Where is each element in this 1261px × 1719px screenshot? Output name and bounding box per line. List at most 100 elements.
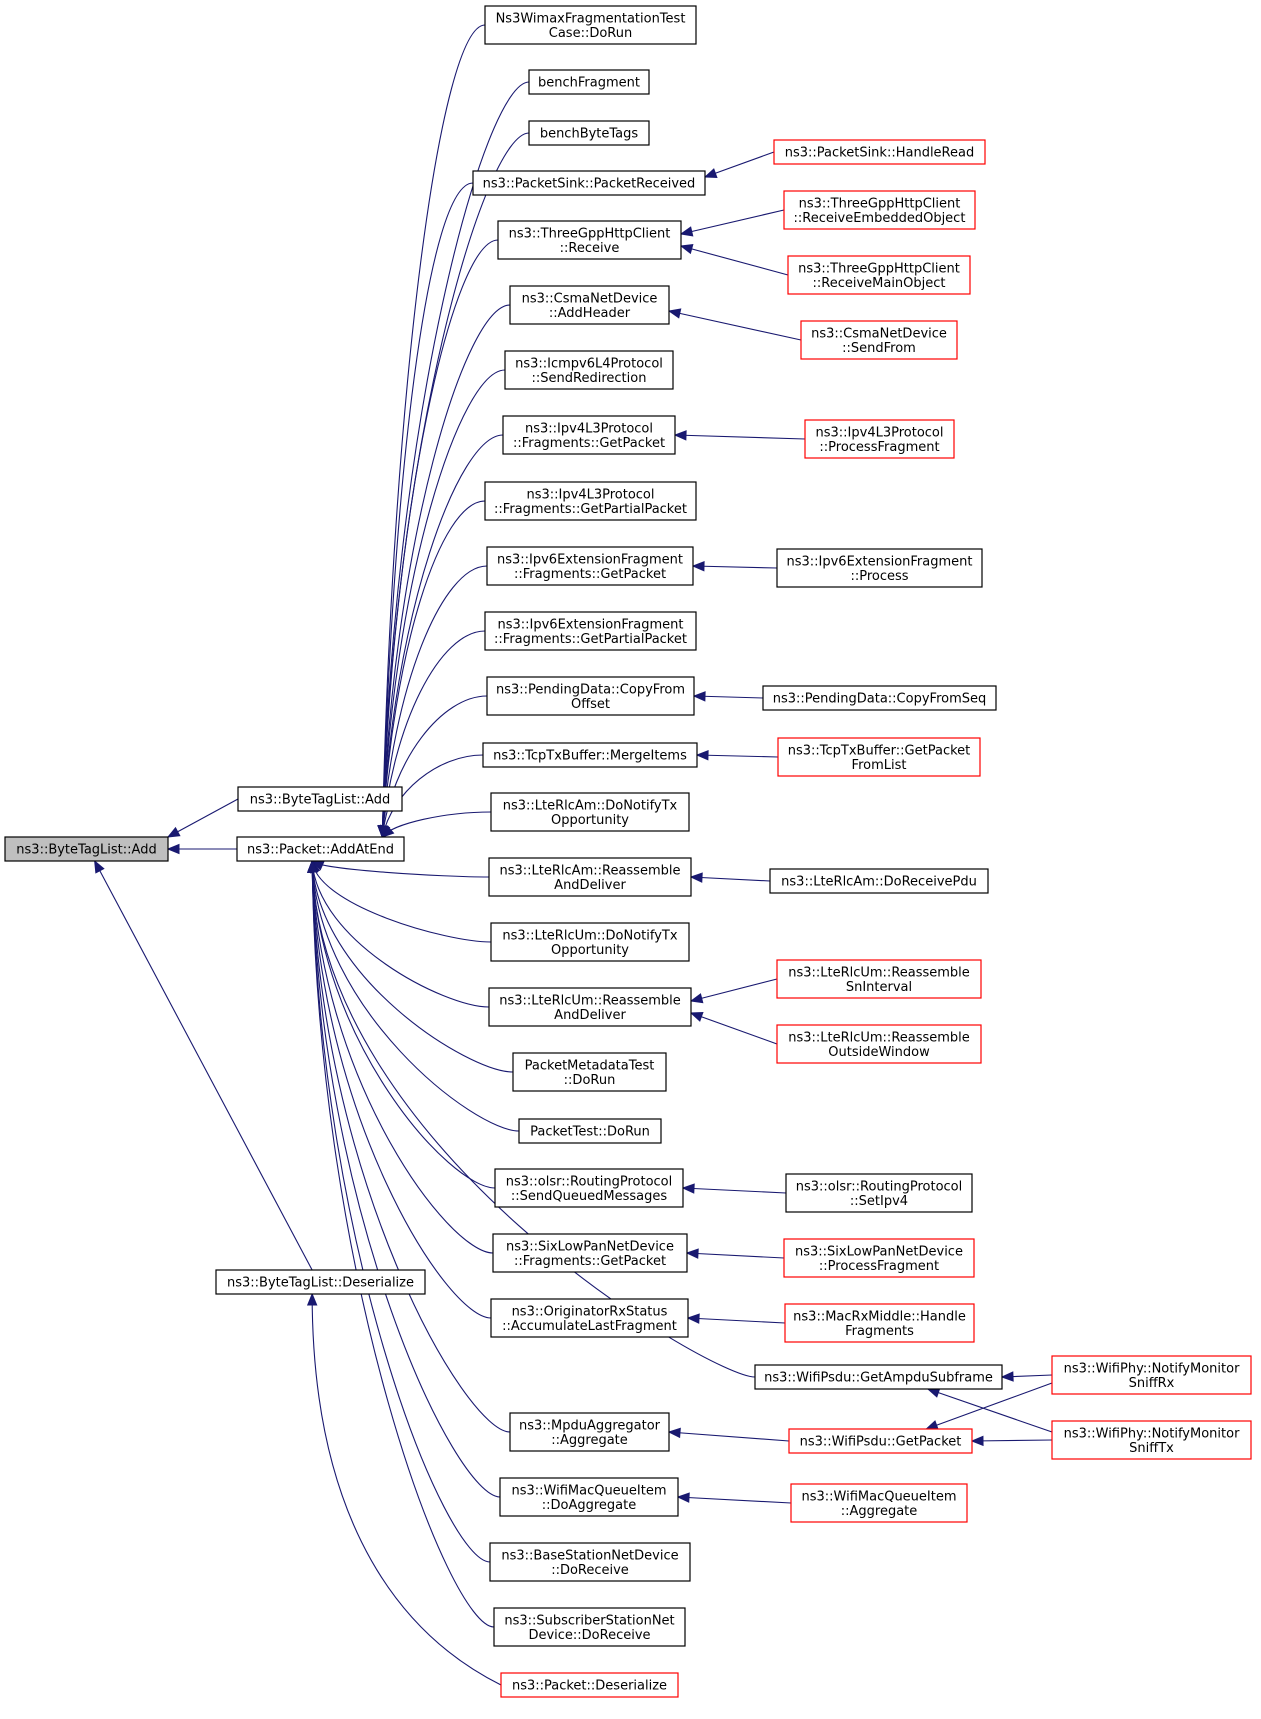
edge-packet-addatend-to-ipv4l3-getpartialpacket bbox=[381, 500, 486, 838]
node-wifimacqueueitem-doaggregate[interactable]: ns3::WifiMacQueueItem::DoAggregate bbox=[499, 1477, 679, 1517]
node-ipv4l3-getpartialpacket[interactable]: ns3::Ipv4L3Protocol::Fragments::GetParti… bbox=[484, 481, 697, 521]
node-box bbox=[486, 676, 695, 716]
node-icmpv6-sendredirection[interactable]: ns3::Icmpv6L4Protocol::SendRedirection bbox=[504, 350, 674, 390]
node-box bbox=[236, 836, 405, 862]
edge-packetsink-packetreceived-to-packetsink-handleread bbox=[704, 151, 775, 178]
node-basestation-doreceive[interactable]: ns3::BaseStationNetDevice::DoReceive bbox=[489, 1542, 691, 1582]
node-mpduaggregator-aggregate[interactable]: ns3::MpduAggregator::Aggregate bbox=[509, 1412, 670, 1452]
node-csma-addheader[interactable]: ns3::CsmaNetDevice::AddHeader bbox=[509, 285, 670, 325]
node-packet-addatend[interactable]: ns3::Packet::AddAtEnd bbox=[236, 836, 405, 862]
node-label: ::Fragments::GetPacket bbox=[514, 567, 666, 582]
arrowhead-ipv4l3-getpacket-to-ipv4l3-processfragment bbox=[673, 430, 687, 441]
node-box bbox=[518, 1118, 662, 1144]
arrowhead-packet-addatend-to-lterlcam-donotifytx bbox=[381, 825, 395, 838]
node-threegpp-receiveembedded[interactable]: ns3::ThreeGppHttpClient::ReceiveEmbedded… bbox=[783, 190, 976, 230]
node-label: ::SendFrom bbox=[842, 341, 916, 356]
edge-threegpp-receive-to-threegpp-receiveembedded bbox=[680, 209, 785, 235]
node-ipv6ext-getpacket[interactable]: ns3::Ipv6ExtensionFragment::Fragments::G… bbox=[486, 546, 694, 586]
node-box bbox=[490, 792, 690, 832]
node-bytetaglist-add[interactable]: ns3::ByteTagList::Add bbox=[237, 786, 403, 812]
arrowhead-bytetaglist-add-root-to-bytetaglist-add bbox=[166, 826, 181, 838]
node-box bbox=[493, 1607, 686, 1647]
node-label: ::AccumulateLastFragment bbox=[502, 1319, 677, 1334]
node-sixlowpan-getpacket[interactable]: ns3::SixLowPanNetDevice::Fragments::GetP… bbox=[492, 1233, 688, 1273]
node-ipv4l3-getpacket[interactable]: ns3::Ipv4L3Protocol::Fragments::GetPacke… bbox=[502, 415, 676, 455]
edge-pendingdata-copyfromoffset-to-pendingdata-copyfromseq bbox=[693, 695, 764, 699]
node-packetsink-packetreceived[interactable]: ns3::PacketSink::PacketReceived bbox=[472, 170, 706, 196]
node-box bbox=[484, 5, 697, 45]
node-box bbox=[497, 220, 682, 260]
node-lterlcam-doreceivepdu[interactable]: ns3::LteRlcAm::DoReceivePdu bbox=[769, 868, 989, 894]
node-wifimacqueueitem-aggregate[interactable]: ns3::WifiMacQueueItem::Aggregate bbox=[790, 1483, 968, 1523]
node-packet-deserialize[interactable]: ns3::Packet::Deserialize bbox=[500, 1672, 679, 1698]
node-olsr-sendqueued[interactable]: ns3::olsr::RoutingProtocol::SendQueuedMe… bbox=[494, 1168, 684, 1208]
node-bench-fragment[interactable]: benchFragment bbox=[528, 69, 650, 95]
arrowhead-originatorrx-accumulate-to-macrxmiddle-handlefragments bbox=[686, 1313, 700, 1324]
arrowhead-wifipsdu-getpacket-to-wifiphy-notifysniffrx bbox=[925, 1420, 939, 1430]
node-bytetaglist-add-root: ns3::ByteTagList::Add bbox=[4, 836, 169, 862]
edge-packet-addatend-to-tcptxbuffer-mergeitems bbox=[381, 754, 484, 838]
node-box bbox=[754, 1364, 1003, 1390]
node-box bbox=[762, 685, 997, 711]
node-packetsink-handleread[interactable]: ns3::PacketSink::HandleRead bbox=[773, 139, 986, 165]
node-label: ns3::CsmaNetDevice bbox=[522, 291, 658, 306]
node-label: ns3::ThreeGppHttpClient bbox=[798, 261, 960, 276]
node-box bbox=[787, 255, 971, 295]
node-ipv4l3-processfragment[interactable]: ns3::Ipv4L3Protocol::ProcessFragment bbox=[804, 419, 955, 459]
edge-packet-addatend-to-bench-fragment bbox=[381, 81, 530, 838]
node-label: ns3::TcpTxBuffer::MergeItems bbox=[493, 749, 687, 764]
node-threegpp-receive[interactable]: ns3::ThreeGppHttpClient::Receive bbox=[497, 220, 682, 260]
edge-packet-addatend-to-wifipsdu-getampdusubframe bbox=[311, 860, 756, 1378]
arrowhead-packet-addatend-to-subscriberstation-doreceive bbox=[307, 859, 318, 873]
node-sixlowpan-processfragment[interactable]: ns3::SixLowPanNetDevice::ProcessFragment bbox=[783, 1238, 975, 1278]
arrowhead-threegpp-receive-to-threegpp-receivemain bbox=[679, 243, 694, 255]
node-box bbox=[237, 786, 403, 812]
node-pendingdata-copyfromseq[interactable]: ns3::PendingData::CopyFromSeq bbox=[762, 685, 997, 711]
node-threegpp-receivemain[interactable]: ns3::ThreeGppHttpClient::ReceiveMainObje… bbox=[787, 255, 971, 295]
node-box bbox=[528, 69, 650, 95]
node-label: SniffTx bbox=[1129, 1441, 1174, 1456]
node-packettest-dorun[interactable]: PacketTest::DoRun bbox=[518, 1118, 662, 1144]
node-bench-bytetags[interactable]: benchByteTags bbox=[528, 120, 650, 146]
node-box bbox=[528, 120, 650, 146]
node-olsr-setipv4[interactable]: ns3::olsr::RoutingProtocol::SetIpv4 bbox=[785, 1173, 973, 1213]
edge-packet-addatend-to-threegpp-receive bbox=[381, 239, 499, 838]
node-label: ns3::ByteTagList::Deserialize bbox=[227, 1276, 414, 1291]
arrowhead-pendingdata-copyfromoffset-to-pendingdata-copyfromseq bbox=[692, 691, 706, 702]
node-subscriberstation-doreceive[interactable]: ns3::SubscriberStationNetDevice::DoRecei… bbox=[493, 1607, 686, 1647]
node-label: ns3::SixLowPanNetDevice bbox=[795, 1244, 963, 1259]
node-label: ::Fragments::GetPartialPacket bbox=[494, 632, 687, 647]
node-label: ns3::BaseStationNetDevice bbox=[501, 1548, 678, 1563]
node-box bbox=[788, 1428, 973, 1454]
node-csma-sendfrom[interactable]: ns3::CsmaNetDevice::SendFrom bbox=[800, 320, 958, 360]
node-label: PacketMetadataTest bbox=[525, 1058, 655, 1073]
node-ipv6ext-getpartialpacket[interactable]: ns3::Ipv6ExtensionFragment::Fragments::G… bbox=[484, 611, 697, 651]
node-ipv6ext-process[interactable]: ns3::Ipv6ExtensionFragment::Process bbox=[776, 548, 983, 588]
node-label: ns3::MacRxMiddle::Handle bbox=[793, 1309, 966, 1324]
node-packetmetadatatest-dorun[interactable]: PacketMetadataTest::DoRun bbox=[512, 1052, 667, 1092]
node-bytetaglist-deserialize[interactable]: ns3::ByteTagList::Deserialize bbox=[215, 1269, 426, 1295]
node-label: ns3::LteRlcAm::Reassemble bbox=[500, 863, 681, 878]
edge-packet-addatend-to-mpduaggregator-aggregate bbox=[311, 860, 511, 1433]
arrowhead-wifipsdu-getpacket-to-wifiphy-notifysnifftx bbox=[970, 1435, 984, 1447]
node-originatorrx-accumulate[interactable]: ns3::OriginatorRxStatus::AccumulateLastF… bbox=[490, 1298, 689, 1338]
node-box bbox=[488, 987, 692, 1027]
edge-packet-addatend-to-wimax-fragmentation-test bbox=[381, 24, 486, 838]
arrowhead-wifimacqueueitem-doaggregate-to-wifimacqueueitem-aggregate bbox=[676, 1492, 690, 1503]
node-wifipsdu-getpacket[interactable]: ns3::WifiPsdu::GetPacket bbox=[788, 1428, 973, 1454]
node-wifipsdu-getampdusubframe[interactable]: ns3::WifiPsdu::GetAmpduSubframe bbox=[754, 1364, 1003, 1390]
node-tcptxbuffer-mergeitems[interactable]: ns3::TcpTxBuffer::MergeItems bbox=[482, 742, 698, 768]
node-label: ::Fragments::GetPacket bbox=[514, 1254, 666, 1269]
